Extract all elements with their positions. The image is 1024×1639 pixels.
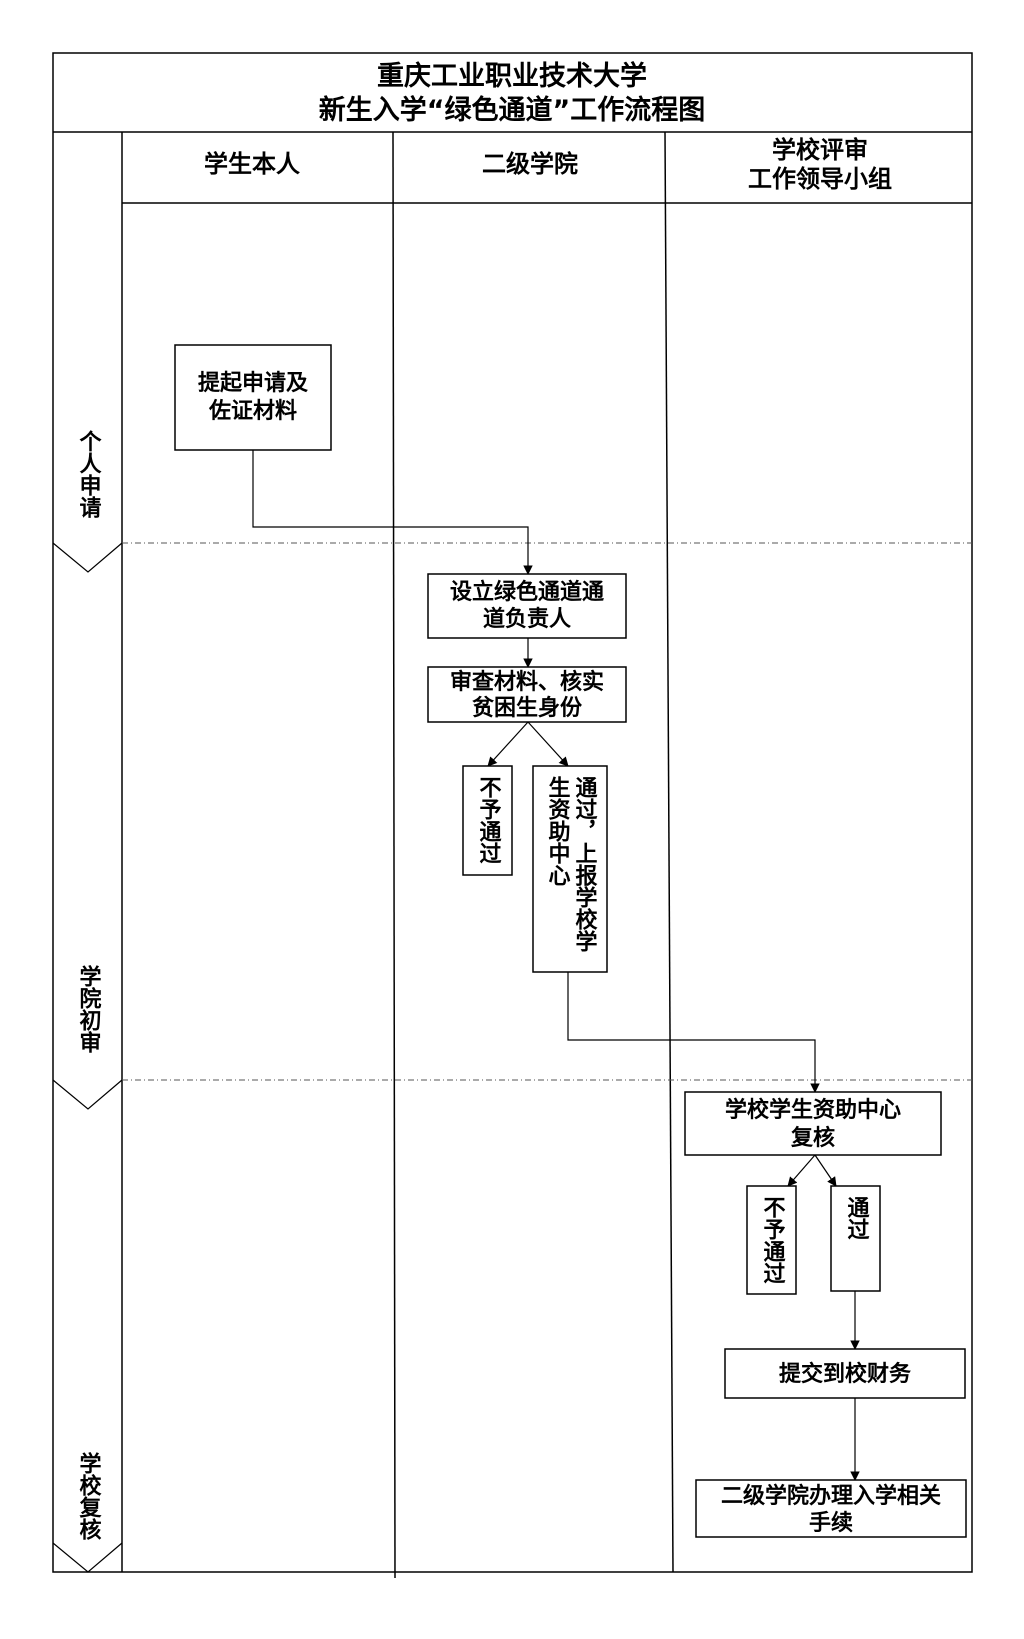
chevron-school [52,1542,123,1573]
node-enroll-line-1: 二级学院办理入学相关 [721,1483,941,1509]
node-assign-line-1: 设立绿色通道通 [450,579,604,605]
chevron-college [52,1079,123,1110]
node-assign-line-2: 道负责人 [483,606,571,632]
phase-chevrons [52,542,123,1573]
node-reject1-text: 不予通过 [476,776,502,864]
lane-divider-1 [392,131,396,1579]
arrow-center-to-pass2 [814,1154,837,1187]
arrow-submit-to-assign [252,450,533,575]
node-reject1 [462,765,513,876]
outer-border [52,52,973,1573]
node-reject2-text: 不予通过 [760,1196,786,1284]
process-nodes [174,344,967,1538]
lane-header-student: 学生本人 [204,150,300,178]
node-pass2-text: 通过 [844,1196,870,1240]
title-line-2: 新生入学“绿色通道”工作流程图 [319,94,706,126]
arrow-center-to-reject2 [787,1154,816,1187]
title-line-1: 重庆工业职业技术大学 [377,60,647,92]
node-assign [427,573,627,639]
node-center-review [684,1091,942,1156]
node-pass-report [532,765,608,973]
node-verify [427,666,627,723]
frame [52,52,973,1579]
phase-label-college-review: 学院初审 [76,964,102,1053]
arrow-pass-to-center [567,972,820,1093]
node-submit-line-1: 提起申请及 [198,370,309,396]
node-pass-report-col-1: 通过，上报学校学 [572,776,598,952]
node-submit [174,344,332,451]
node-pass2 [830,1185,881,1292]
node-reject2 [746,1185,797,1295]
lane-header-committee-line-1: 学校评审 [772,136,868,164]
node-finance-text: 提交到校财务 [779,1361,912,1387]
node-center-review-line-2: 复核 [790,1125,835,1151]
lane-header-college: 二级学院 [482,150,578,178]
node-center-review-line-1: 学校学生资助中心 [725,1097,901,1123]
node-enroll-line-2: 手续 [809,1510,853,1536]
phase-label-school-review: 学校复核 [76,1451,103,1541]
arrow-verify-to-reject1 [487,721,529,767]
phase-label-apply: 个人申请 [76,430,102,519]
node-finance [724,1348,966,1399]
node-submit-line-2: 佐证材料 [208,398,297,424]
lane-divider-2 [664,131,674,1573]
connectors [252,450,860,1481]
chevron-apply [52,542,123,573]
node-verify-line-2: 贫困生身份 [472,695,583,721]
phase-separators [122,542,972,1081]
node-enroll [695,1479,967,1538]
node-pass-report-col-2: 生资助中心 [545,776,571,886]
node-verify-line-1: 审查材料、核实 [450,669,604,695]
lane-header-committee-line-2: 工作领导小组 [748,165,892,193]
arrow-verify-to-pass [527,721,569,767]
